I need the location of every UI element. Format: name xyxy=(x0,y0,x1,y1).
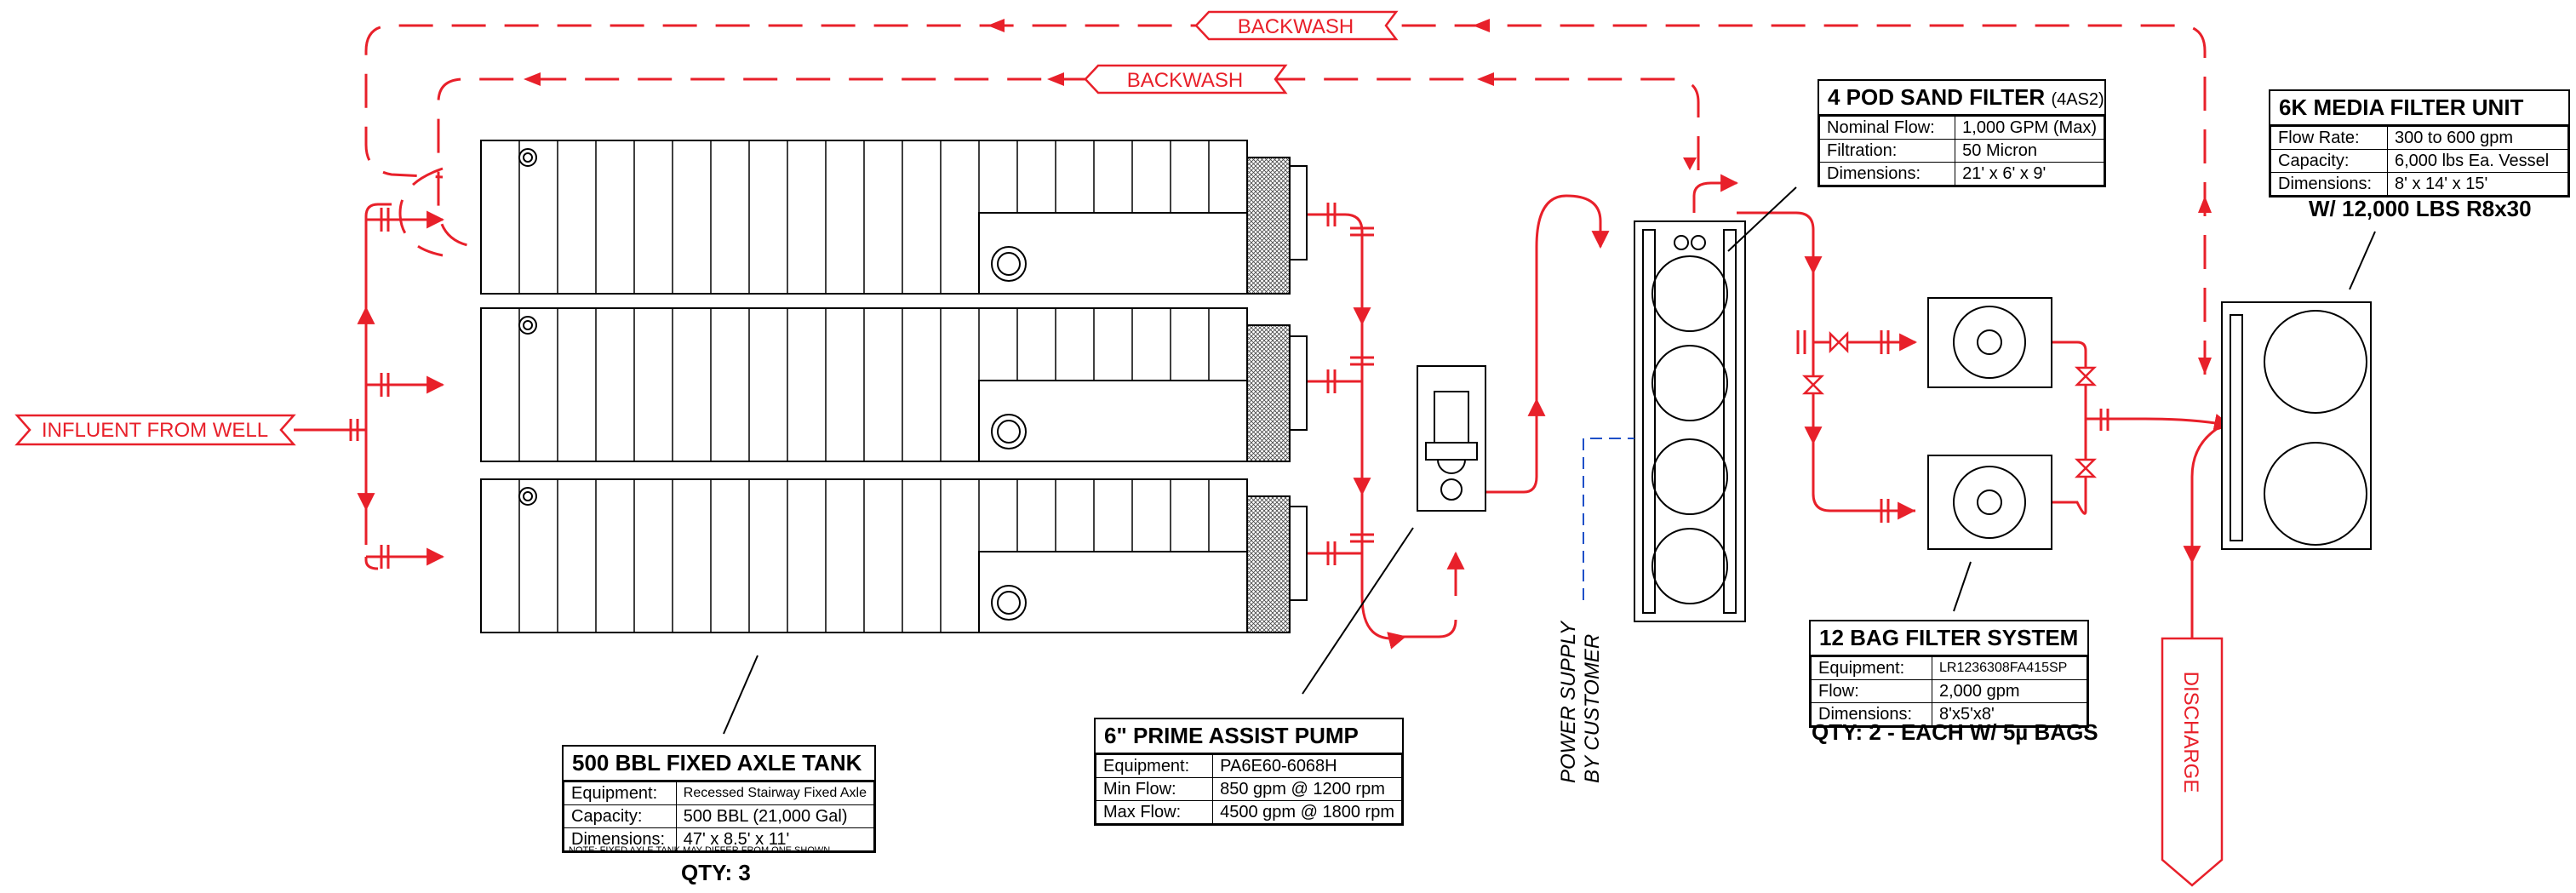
backwash-tag-upper: BACKWASH xyxy=(1194,10,1399,41)
power-supply-line xyxy=(1583,438,1634,600)
sand-filter-skid xyxy=(1634,220,1746,622)
tank-spec-table: Equipment:Recessed Stairway Fixed Axle C… xyxy=(564,781,875,851)
discharge-label: DISCHARGE xyxy=(2179,672,2202,793)
fixed-axle-tanks xyxy=(480,140,1308,633)
sand-filter-spec-box: 4 POD SAND FILTER (4AS2) Nominal Flow:1,… xyxy=(1818,79,2106,187)
spec-value: 2,000 gpm xyxy=(1932,679,2087,703)
spec-label: Filtration: xyxy=(1818,139,1956,163)
spec-label: Flow: xyxy=(1811,679,1932,703)
spec-label: Equipment: xyxy=(1095,754,1214,778)
spec-label: Equipment: xyxy=(1811,656,1932,680)
pump-spec-table: Equipment:PA6E60-6068H Min Flow:850 gpm … xyxy=(1095,754,1402,824)
prime-assist-pump xyxy=(1417,365,1486,512)
spec-label: Nominal Flow: xyxy=(1818,116,1956,140)
bag-filter-qty: QTY: 2 - EACH W/ 5µ BAGS xyxy=(1812,719,2098,745)
pump-spec-box: 6" PRIME ASSIST PUMP Equipment:PA6E60-60… xyxy=(1094,718,1404,826)
sand-filter-title: 4 POD SAND FILTER xyxy=(1828,84,2046,110)
spec-label: Dimensions: xyxy=(1811,702,1932,726)
spec-value: PA6E60-6068H xyxy=(1212,754,1402,778)
bag-filter-spec-title: 12 BAG FILTER SYSTEM xyxy=(1811,621,2087,656)
spec-value: Recessed Stairway Fixed Axle xyxy=(675,781,875,805)
tank-1 xyxy=(480,140,1308,295)
leader-lines xyxy=(723,186,2376,735)
spec-value: 47' x 8.5' x 11' xyxy=(675,827,875,851)
spec-label: Capacity: xyxy=(2270,149,2388,173)
media-filter-spec-title: 6K MEDIA FILTER UNIT xyxy=(2270,91,2568,126)
spec-value: 850 gpm @ 1200 rpm xyxy=(1212,777,1402,801)
spec-value: 1,000 GPM (Max) xyxy=(1955,116,2104,140)
power-supply-line1: POWER SUPPLY xyxy=(1557,620,1580,783)
bag-filter-units xyxy=(1927,297,2052,550)
spec-label: Dimensions: xyxy=(1818,162,1956,186)
valve xyxy=(2074,366,2098,386)
tank-3 xyxy=(480,478,1308,633)
spec-label: Capacity: xyxy=(564,804,677,828)
media-filter-spec-box: 6K MEDIA FILTER UNIT Flow Rate:300 to 60… xyxy=(2269,89,2570,197)
sand-filter-spec-table: Nominal Flow:1,000 GPM (Max) Filtration:… xyxy=(1818,116,2104,186)
spec-label: Dimensions: xyxy=(2270,172,2388,196)
spec-label: Flow Rate: xyxy=(2270,126,2388,150)
bag-filter-spec-table: Equipment:LR1236308FA415SP Flow:2,000 gp… xyxy=(1811,656,2087,726)
bag-filter-spec-box: 12 BAG FILTER SYSTEM Equipment:LR1236308… xyxy=(1809,620,2089,728)
spec-label: Min Flow: xyxy=(1095,777,1214,801)
spec-label: Max Flow: xyxy=(1095,800,1214,824)
spec-value: 8' x 14' x 15' xyxy=(2387,172,2568,196)
tank-qty: QTY: 3 xyxy=(681,860,751,885)
tank-2 xyxy=(480,307,1308,462)
valve xyxy=(1829,330,1849,354)
influent-label: INFLUENT FROM WELL xyxy=(42,419,268,442)
backwash-tag-lower: BACKWASH xyxy=(1084,64,1288,94)
pump-spec-title: 6" PRIME ASSIST PUMP xyxy=(1096,719,1402,754)
media-filter-skid xyxy=(2221,301,2372,550)
flow-piping xyxy=(294,174,2233,650)
spec-value: 21' x 6' x 9' xyxy=(1955,162,2104,186)
tank-spec-box: 500 BBL FIXED AXLE TANK Equipment:Recess… xyxy=(562,745,876,853)
valves xyxy=(1801,330,2098,478)
valve xyxy=(2074,458,2098,478)
spec-value: 300 to 600 gpm xyxy=(2387,126,2568,150)
spec-value: 6,000 lbs Ea. Vessel xyxy=(2387,149,2568,173)
power-supply-line2: BY CUSTOMER xyxy=(1581,634,1604,783)
influent-tag: INFLUENT FROM WELL xyxy=(14,414,296,446)
spec-value: 4500 gpm @ 1800 rpm xyxy=(1212,800,1402,824)
discharge-tag: DISCHARGE xyxy=(2161,637,2224,887)
backwash-label-lower: BACKWASH xyxy=(1127,69,1243,92)
backwash-label-upper: BACKWASH xyxy=(1238,15,1354,38)
spec-value: 8'x5'x8' xyxy=(1932,702,2087,726)
media-filter-note: W/ 12,000 LBS R8x30 xyxy=(2309,196,2532,221)
spec-value: 500 BBL (21,000 Gal) xyxy=(675,804,875,828)
sand-filter-spec-title: 4 POD SAND FILTER (4AS2) xyxy=(1819,81,2104,116)
media-filter-spec-table: Flow Rate:300 to 600 gpm Capacity:6,000 … xyxy=(2270,126,2568,196)
spec-label: Equipment: xyxy=(564,781,677,805)
spec-label: Dimensions: xyxy=(564,827,677,851)
spec-value: LR1236308FA415SP xyxy=(1932,656,2087,680)
sand-filter-model: (4AS2) xyxy=(2051,90,2104,109)
tank-spec-title: 500 BBL FIXED AXLE TANK xyxy=(564,747,874,781)
backwash-lines xyxy=(364,24,2207,375)
spec-value: 50 Micron xyxy=(1955,139,2104,163)
tank-note: NOTE: FIXED AXLE TANK MAY DIFFER FROM ON… xyxy=(569,845,831,856)
valve xyxy=(1801,375,1825,395)
